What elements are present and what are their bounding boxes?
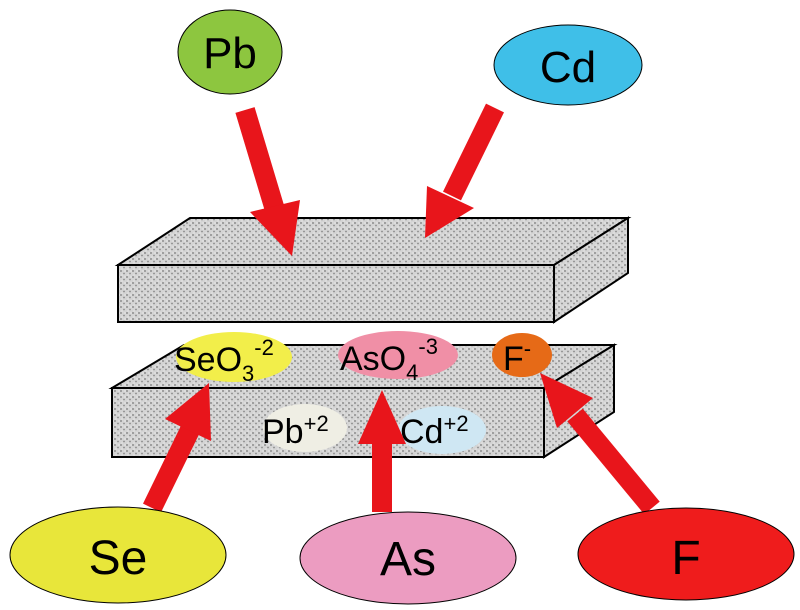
f-blob bbox=[492, 333, 552, 377]
pb-arrow-shaft bbox=[235, 107, 285, 213]
upper-layer-top-face bbox=[114, 217, 632, 266]
species-f: F- bbox=[492, 333, 552, 378]
species-seo3: SeO3-2 bbox=[174, 332, 292, 386]
seo3-blob bbox=[176, 332, 292, 382]
pb-ion-blob bbox=[263, 404, 347, 452]
source-as: As bbox=[299, 511, 517, 605]
aso4-blob bbox=[338, 331, 458, 379]
cd-ion-label: Cd+2 bbox=[400, 411, 469, 451]
f-arrow-head bbox=[540, 373, 593, 428]
source-f: F bbox=[577, 507, 795, 601]
cd-source-bubble bbox=[493, 24, 643, 106]
pb-source-bubble bbox=[177, 9, 283, 95]
cd-arrow-shaft bbox=[443, 103, 504, 201]
f-arrow-shaft bbox=[567, 408, 660, 515]
pb-arrow-head bbox=[250, 200, 300, 256]
seo3-label: SeO3-2 bbox=[174, 335, 274, 386]
se-arrow-shaft bbox=[143, 425, 199, 513]
upper-layer-front-face bbox=[117, 264, 555, 323]
f-ion-label: F- bbox=[503, 336, 531, 378]
pb-ion-label: Pb+2 bbox=[262, 411, 329, 451]
source-cd: Cd bbox=[493, 24, 643, 106]
upper-sorbent-layer bbox=[114, 216, 632, 324]
cd-arrow-head bbox=[425, 186, 474, 238]
se-source-bubble bbox=[9, 506, 227, 604]
species-aso4: AsO4-3 bbox=[338, 331, 458, 385]
arrows bbox=[143, 103, 660, 515]
pb-source-label: Pb bbox=[203, 29, 257, 78]
se-arrow-head bbox=[165, 383, 211, 441]
source-se: Se bbox=[9, 506, 227, 604]
aso4-label: AsO4-3 bbox=[340, 334, 438, 385]
as-source-bubble bbox=[299, 511, 517, 605]
species-pb: Pb+2 bbox=[262, 404, 347, 452]
cd-ion-blob bbox=[398, 406, 486, 454]
as-source-label: As bbox=[380, 533, 436, 586]
source-pb: Pb bbox=[177, 9, 283, 95]
f-source-bubble bbox=[577, 507, 795, 601]
cd-source-label: Cd bbox=[540, 43, 596, 92]
as-arrow-head bbox=[358, 390, 406, 444]
se-source-label: Se bbox=[89, 532, 148, 585]
species-cd: Cd+2 bbox=[398, 406, 486, 454]
f-source-label: F bbox=[671, 532, 700, 585]
